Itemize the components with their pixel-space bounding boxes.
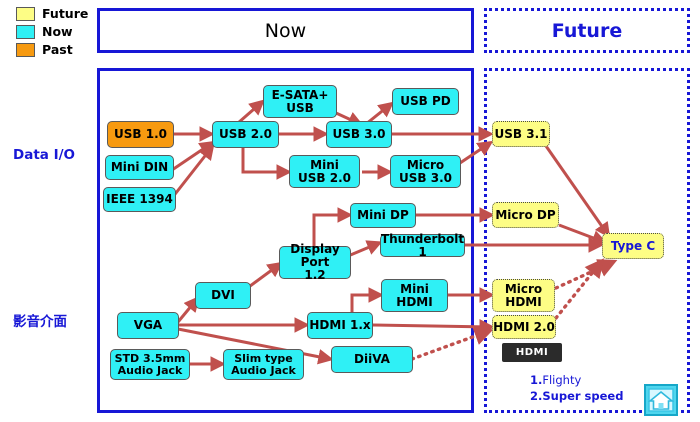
- legend-swatch-now: [16, 25, 35, 39]
- banner-future-label: Future: [551, 19, 623, 42]
- node-thunderbolt-1[interactable]: Thunderbolt 1: [380, 231, 465, 259]
- legend-swatch-future: [16, 7, 35, 21]
- node-dvi[interactable]: DVI: [195, 282, 251, 309]
- hdmi-logo-text: HDMI: [515, 347, 549, 358]
- node-micro-dp[interactable]: Micro DP: [492, 202, 559, 228]
- node-label: USB PD: [400, 94, 451, 109]
- node-label-line2: 1.2: [304, 267, 326, 282]
- node-micro-hdmi[interactable]: Micro HDMI: [492, 279, 555, 312]
- node-label: Micro DP: [495, 207, 556, 222]
- note-1-number: 1.: [530, 373, 543, 387]
- node-label: HDMI 1.x: [309, 318, 371, 333]
- legend-label-now: Now: [42, 24, 73, 39]
- node-label-line1: Mini: [400, 281, 429, 296]
- note-1: 1.Flighty: [530, 373, 581, 387]
- node-micro-usb-3-0[interactable]: Micro USB 3.0: [390, 155, 461, 188]
- node-label: Mini DP: [357, 208, 409, 223]
- banner-now: Now: [97, 8, 474, 53]
- node-label-line1: Display Port: [290, 242, 340, 270]
- node-std-audio-jack[interactable]: STD 3.5mm Audio Jack: [110, 349, 190, 380]
- node-mini-usb-2-0[interactable]: Mini USB 2.0: [289, 155, 360, 188]
- node-mini-dp[interactable]: Mini DP: [350, 203, 416, 228]
- node-label-line2: HDMI: [505, 294, 542, 309]
- node-usb-3-1[interactable]: USB 3.1: [492, 121, 550, 147]
- node-mini-hdmi[interactable]: Mini HDMI: [381, 279, 448, 312]
- node-diiva[interactable]: DiiVA: [331, 346, 413, 373]
- node-type-c[interactable]: Type C: [602, 233, 664, 259]
- node-usb-pd[interactable]: USB PD: [392, 88, 459, 115]
- banner-future: Future: [484, 8, 690, 53]
- node-label-line1: Slim type: [234, 351, 293, 365]
- legend-item-now: Now: [16, 24, 100, 40]
- hdmi-logo: HDMI: [502, 343, 562, 362]
- node-label-line2: Audio Jack: [231, 363, 296, 377]
- node-label-line2: USB: [286, 100, 314, 115]
- node-esata-usb[interactable]: E-SATA+ USB: [263, 85, 337, 118]
- node-label-line1: Micro: [504, 281, 543, 296]
- node-label: Mini DIN: [110, 160, 169, 175]
- note-2: 2.Super speed: [530, 389, 624, 403]
- node-label-line1: Micro: [406, 157, 445, 172]
- legend-swatch-past: [16, 43, 35, 57]
- legend-label-future: Future: [42, 6, 89, 21]
- node-usb-1-0[interactable]: USB 1.0: [107, 121, 174, 148]
- node-label-line2: USB 3.0: [399, 170, 452, 185]
- node-label: Thunderbolt 1: [380, 231, 465, 259]
- node-label-line2: USB 2.0: [298, 170, 351, 185]
- legend: Future Now Past: [16, 6, 100, 60]
- node-hdmi-2-0[interactable]: HDMI 2.0: [492, 315, 556, 339]
- legend-label-past: Past: [42, 42, 73, 57]
- row-label-data-io: Data I/O: [13, 147, 76, 163]
- node-label: IEEE 1394: [106, 192, 173, 207]
- legend-item-past: Past: [16, 42, 100, 58]
- node-ieee-1394[interactable]: IEEE 1394: [103, 187, 176, 212]
- node-label: HDMI 2.0: [493, 319, 555, 334]
- node-label-line2: Audio Jack: [117, 363, 183, 377]
- node-hdmi-1-x[interactable]: HDMI 1.x: [307, 312, 373, 339]
- node-label: Type C: [610, 238, 656, 253]
- home-icon[interactable]: [644, 384, 678, 416]
- node-label-line1: Mini: [310, 157, 339, 172]
- node-usb-3-0[interactable]: USB 3.0: [326, 121, 392, 148]
- banner-now-label: Now: [264, 19, 307, 42]
- node-usb-2-0[interactable]: USB 2.0: [212, 121, 279, 148]
- legend-item-future: Future: [16, 6, 100, 22]
- node-slim-audio-jack[interactable]: Slim type Audio Jack: [223, 349, 304, 380]
- node-label-line2: HDMI: [396, 294, 433, 309]
- node-label: VGA: [133, 318, 163, 333]
- node-vga[interactable]: VGA: [117, 312, 179, 339]
- node-label-line1: E-SATA+: [271, 87, 329, 102]
- node-label-line1: STD 3.5mm: [114, 351, 186, 365]
- node-label: USB 1.0: [114, 127, 167, 142]
- node-label: USB 3.1: [494, 126, 548, 141]
- node-mini-din[interactable]: Mini DIN: [105, 155, 174, 180]
- node-display-port-1-2[interactable]: Display Port 1.2: [279, 242, 351, 282]
- node-label: DiiVA: [354, 352, 390, 367]
- node-label: USB 2.0: [219, 127, 272, 142]
- note-1-text: Flighty: [542, 373, 582, 387]
- node-label: USB 3.0: [332, 127, 386, 142]
- row-label-audio-video: 影音介面: [13, 314, 67, 330]
- node-label: DVI: [211, 288, 235, 303]
